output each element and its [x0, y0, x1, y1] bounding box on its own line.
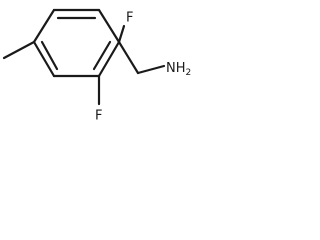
- amine-label: NH2: [166, 61, 191, 78]
- chemical-structure: F F NH2: [2, 8, 191, 124]
- bond-to-fluorine-top: [117, 24, 126, 44]
- bond-to-methyl: [2, 40, 36, 60]
- bond-ring-bottom-right: [97, 40, 121, 78]
- fluorine-top-label: F: [126, 11, 133, 26]
- double-bond-right: [92, 40, 112, 71]
- bond-to-amine: [136, 64, 166, 75]
- bond-to-ch2: [117, 40, 140, 75]
- amine-nh-text: NH: [166, 61, 186, 76]
- fluorine-bottom-label: F: [95, 109, 102, 124]
- benzene-ring: [32, 8, 121, 78]
- double-bond-left: [40, 40, 59, 71]
- bond-ring-top-left: [32, 8, 56, 44]
- amine-subscript-text: 2: [186, 68, 192, 78]
- bond-ring-bottom-left: [32, 40, 56, 78]
- bond-ring-top-right: [97, 8, 121, 44]
